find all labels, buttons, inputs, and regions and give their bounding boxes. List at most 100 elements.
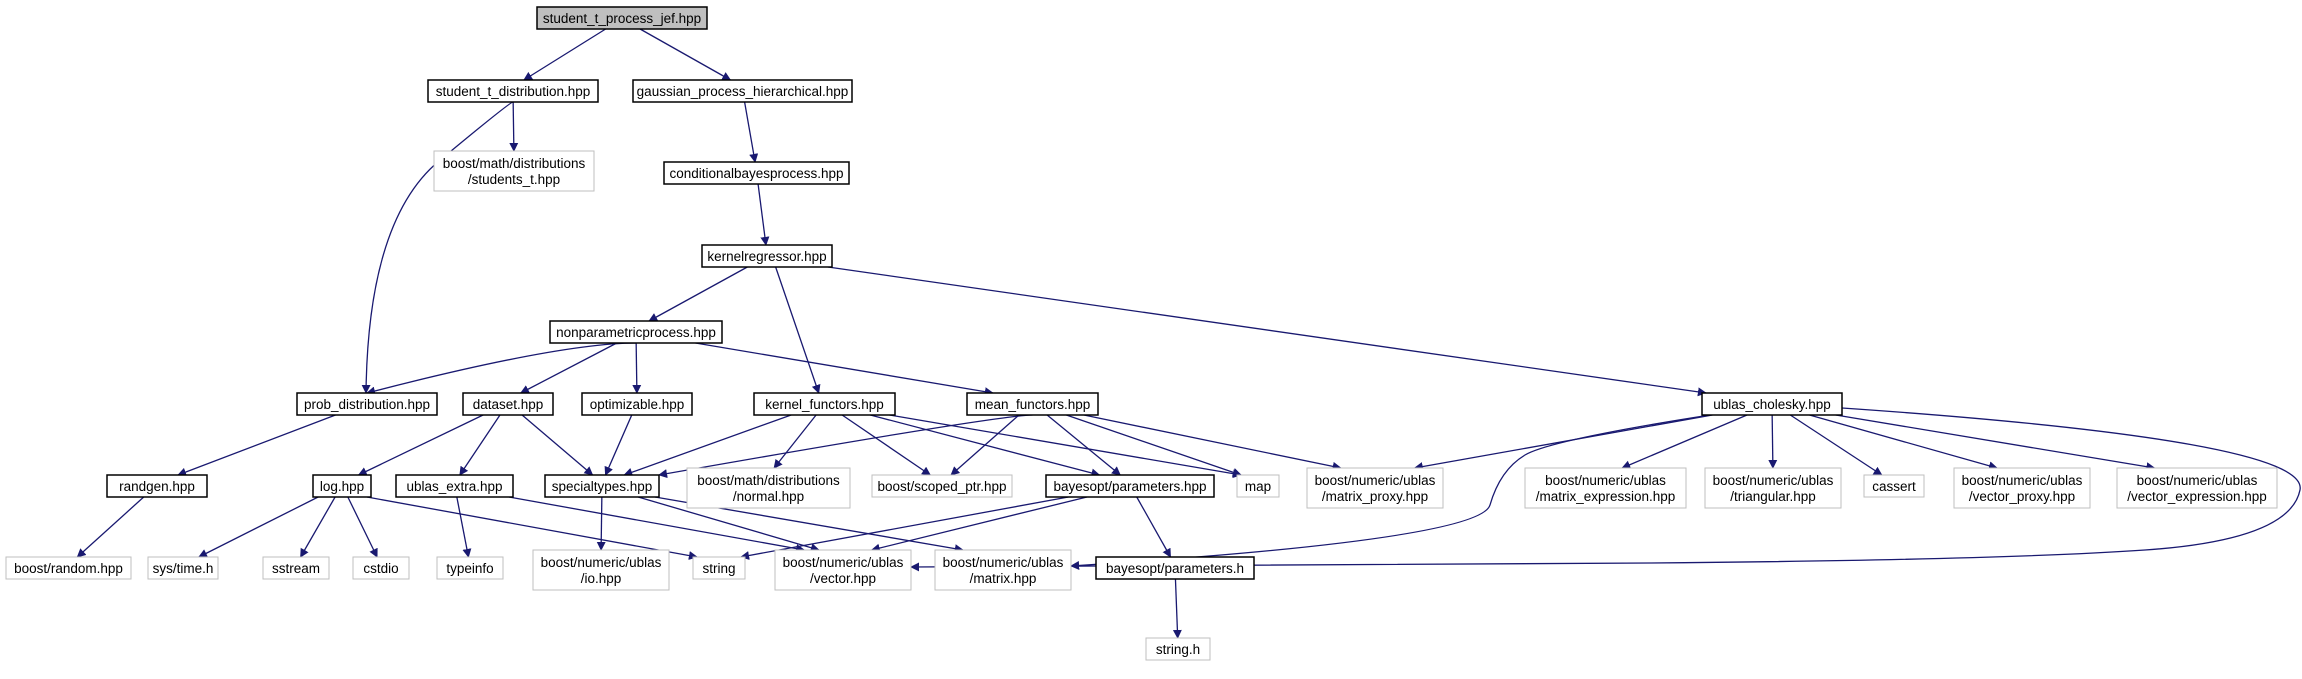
include-edge xyxy=(508,496,806,553)
include-edge xyxy=(509,101,519,152)
file-node-box xyxy=(2116,467,2278,509)
file-node[interactable]: kernelregressor.hpp xyxy=(701,244,833,268)
file-node: sstream xyxy=(262,556,330,580)
include-edge xyxy=(357,414,484,476)
file-node: map xyxy=(1236,474,1280,498)
file-node-box xyxy=(1863,474,1925,498)
file-node-label: boost/math/distributions xyxy=(443,156,586,171)
file-node[interactable]: gaussian_process_hierarchical.hpp xyxy=(632,79,853,103)
file-node: boost/numeric/ublas/vector_proxy.hpp xyxy=(1953,467,2091,509)
file-node[interactable]: ublas_cholesky.hpp xyxy=(1701,392,1843,416)
file-node-label: boost/numeric/ublas xyxy=(1315,473,1436,488)
include-edge xyxy=(1809,414,1998,471)
file-node-box xyxy=(262,556,330,580)
file-node-label: /vector.hpp xyxy=(810,571,876,586)
file-node[interactable]: bayesopt/parameters.h xyxy=(1095,556,1255,580)
file-node[interactable]: nonparametricprocess.hpp xyxy=(549,320,723,344)
file-node-box xyxy=(1953,467,2091,509)
include-edge xyxy=(950,414,1020,476)
include-edge xyxy=(1070,414,1711,570)
file-node-box xyxy=(433,150,595,192)
file-node-box xyxy=(296,392,438,416)
file-node[interactable]: student_t_process_jef.hpp xyxy=(536,6,708,30)
file-node: cassert xyxy=(1863,474,1925,498)
file-node-box xyxy=(106,474,208,498)
file-node[interactable]: specialtypes.hpp xyxy=(544,474,660,498)
file-node[interactable]: optimizable.hpp xyxy=(581,392,693,416)
file-node: boost/numeric/ublas/vector.hpp xyxy=(774,549,912,591)
include-edge xyxy=(637,496,820,553)
include-edge xyxy=(773,414,817,469)
include-edge xyxy=(910,407,2301,572)
file-node-label: boost/numeric/ublas xyxy=(541,555,662,570)
include-edge xyxy=(639,28,732,81)
include-edge xyxy=(459,414,501,476)
file-node-box xyxy=(549,320,723,344)
file-node: string.h xyxy=(1145,637,1211,661)
include-edge xyxy=(521,414,594,476)
include-edge xyxy=(366,342,637,396)
file-node-box xyxy=(753,392,896,416)
include-edge xyxy=(361,101,514,394)
include-edge xyxy=(177,414,336,477)
file-node[interactable]: log.hpp xyxy=(312,474,372,498)
include-edge xyxy=(604,414,633,476)
file-node-label: boost/numeric/ublas xyxy=(1962,473,2083,488)
file-node-label: nonparametricprocess.hpp xyxy=(556,325,716,340)
file-node-box xyxy=(663,161,850,185)
include-edge xyxy=(870,496,1088,553)
file-node-box xyxy=(544,474,660,498)
file-node-label: /students_t.hpp xyxy=(468,172,560,187)
file-node-label: conditionalbayesprocess.hpp xyxy=(669,166,843,181)
file-node-box xyxy=(1704,467,1842,509)
include-edge xyxy=(300,496,336,558)
file-node-label: bayesopt/parameters.h xyxy=(1106,561,1244,576)
file-node[interactable]: randgen.hpp xyxy=(106,474,208,498)
file-node[interactable]: student_t_distribution.hpp xyxy=(427,79,599,103)
file-node-box xyxy=(395,474,514,498)
file-node[interactable]: bayesopt/parameters.hpp xyxy=(1045,474,1215,498)
include-edge xyxy=(648,266,748,322)
file-node-box xyxy=(1045,474,1215,498)
file-node[interactable]: mean_functors.hpp xyxy=(966,392,1099,416)
file-node: boost/scoped_ptr.hpp xyxy=(871,474,1013,498)
file-node-box xyxy=(581,392,693,416)
file-node-box xyxy=(436,556,504,580)
include-edge xyxy=(889,414,1242,479)
file-node-box xyxy=(966,392,1099,416)
file-node: boost/numeric/ublas/io.hpp xyxy=(532,549,670,591)
file-node-label: typeinfo xyxy=(446,561,493,576)
file-node-box xyxy=(632,79,853,103)
file-node-box xyxy=(692,556,746,580)
file-node[interactable]: dataset.hpp xyxy=(462,392,554,416)
file-node-box xyxy=(1145,637,1211,661)
file-node-box xyxy=(686,467,851,509)
include-edge xyxy=(695,342,994,397)
file-node[interactable]: kernel_functors.hpp xyxy=(753,392,896,416)
file-node-label: string.h xyxy=(1156,642,1200,657)
file-node-label: boost/numeric/ublas xyxy=(783,555,904,570)
file-node[interactable]: conditionalbayesprocess.hpp xyxy=(663,161,850,185)
file-node: boost/random.hpp xyxy=(5,556,132,580)
include-edge xyxy=(827,266,1707,397)
file-node-label: /matrix_expression.hpp xyxy=(1536,489,1676,504)
file-node-box xyxy=(701,244,833,268)
file-node[interactable]: prob_distribution.hpp xyxy=(296,392,438,416)
file-node: boost/math/distributions/students_t.hpp xyxy=(433,150,595,192)
file-node-box xyxy=(1524,467,1687,509)
file-node: boost/numeric/ublas/vector_expression.hp… xyxy=(2116,467,2278,509)
file-node[interactable]: ublas_extra.hpp xyxy=(395,474,514,498)
file-node-label: ublas_extra.hpp xyxy=(406,479,502,494)
include-edge xyxy=(347,496,378,558)
file-node-box xyxy=(774,549,912,591)
file-node-label: /normal.hpp xyxy=(733,489,804,504)
include-edge xyxy=(1136,496,1172,558)
include-edge xyxy=(775,266,821,394)
file-node-label: cstdio xyxy=(363,561,398,576)
file-node-label: boost/numeric/ublas xyxy=(1545,473,1666,488)
file-node-box xyxy=(1701,392,1843,416)
file-node-label: /triangular.hpp xyxy=(1730,489,1816,504)
include-edge xyxy=(198,496,319,558)
file-node-label: ublas_cholesky.hpp xyxy=(1713,397,1831,412)
